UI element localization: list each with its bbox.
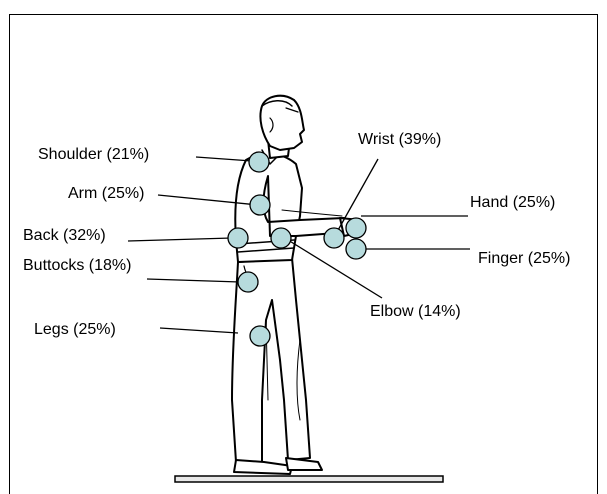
shoulder-label: Shoulder (21%) bbox=[38, 147, 149, 163]
shoulder-marker bbox=[249, 152, 269, 172]
floor bbox=[175, 476, 443, 482]
hand-marker bbox=[346, 218, 366, 238]
buttocks-label: Buttocks (18%) bbox=[23, 258, 131, 274]
arm-marker bbox=[250, 195, 270, 215]
hand-label: Hand (25%) bbox=[470, 195, 555, 211]
buttocks-marker bbox=[238, 272, 258, 292]
legs-leader bbox=[160, 328, 238, 333]
back-label: Back (32%) bbox=[23, 228, 106, 244]
back-marker bbox=[228, 228, 248, 248]
shoulder-leader bbox=[196, 157, 252, 161]
finger-marker bbox=[346, 239, 366, 259]
elbow-marker bbox=[271, 228, 291, 248]
wrist-label: Wrist (39%) bbox=[358, 132, 441, 148]
legs-label: Legs (25%) bbox=[34, 322, 116, 338]
arm-label: Arm (25%) bbox=[68, 186, 144, 202]
finger-label: Finger (25%) bbox=[478, 251, 570, 267]
elbow-label: Elbow (14%) bbox=[370, 304, 461, 320]
back-leader bbox=[128, 238, 232, 241]
buttocks-leader bbox=[147, 279, 240, 282]
legs-marker bbox=[250, 326, 270, 346]
wrist-marker bbox=[324, 228, 344, 248]
